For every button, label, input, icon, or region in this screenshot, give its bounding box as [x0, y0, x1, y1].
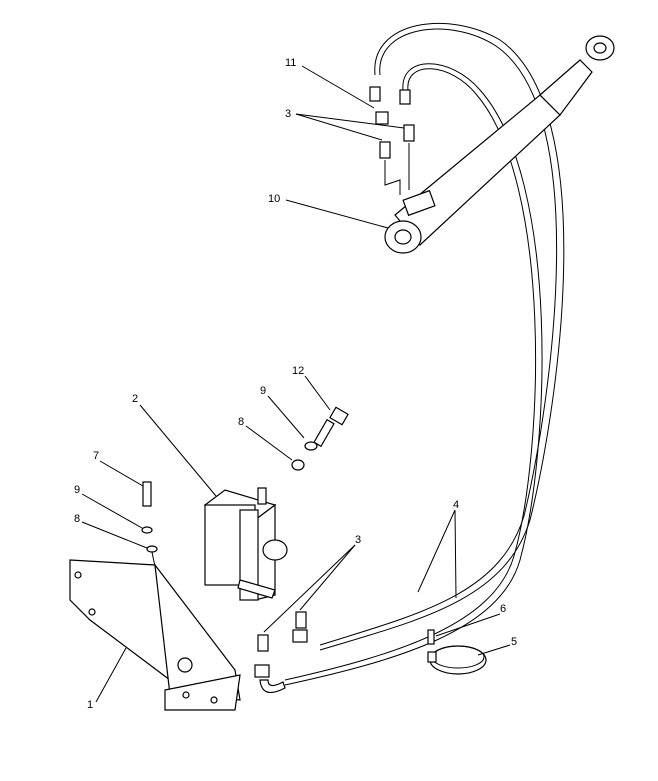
callout-5: 5	[511, 636, 517, 648]
mounting-bracket	[69, 559, 241, 711]
callout-3b: 3	[355, 534, 361, 546]
top-fittings	[369, 86, 415, 195]
hose-assembly	[284, 22, 565, 686]
callout-4: 4	[453, 499, 459, 511]
callout-9: 9	[260, 385, 266, 397]
valve-block	[203, 487, 288, 601]
callout-8: 8	[238, 416, 244, 428]
leader-lines	[81, 65, 511, 703]
hose-clamp	[427, 629, 487, 675]
callout-2: 2	[132, 393, 138, 405]
callout-11: 11	[285, 57, 296, 69]
callout-6: 6	[500, 603, 506, 615]
hydraulic-cylinder	[384, 35, 615, 254]
callout-12: 12	[292, 365, 304, 377]
lower-fittings	[254, 611, 308, 694]
callout-7: 7	[93, 450, 99, 462]
callout-8b: 8	[74, 513, 80, 525]
callout-9b: 9	[74, 484, 80, 496]
callout-1: 1	[87, 699, 93, 711]
callout-10: 10	[268, 193, 280, 205]
callout-3: 3	[285, 108, 291, 120]
callout-labels: 11 3 10 12 9 2 8 7 9 8 3 4 6 5 1	[74, 57, 517, 711]
